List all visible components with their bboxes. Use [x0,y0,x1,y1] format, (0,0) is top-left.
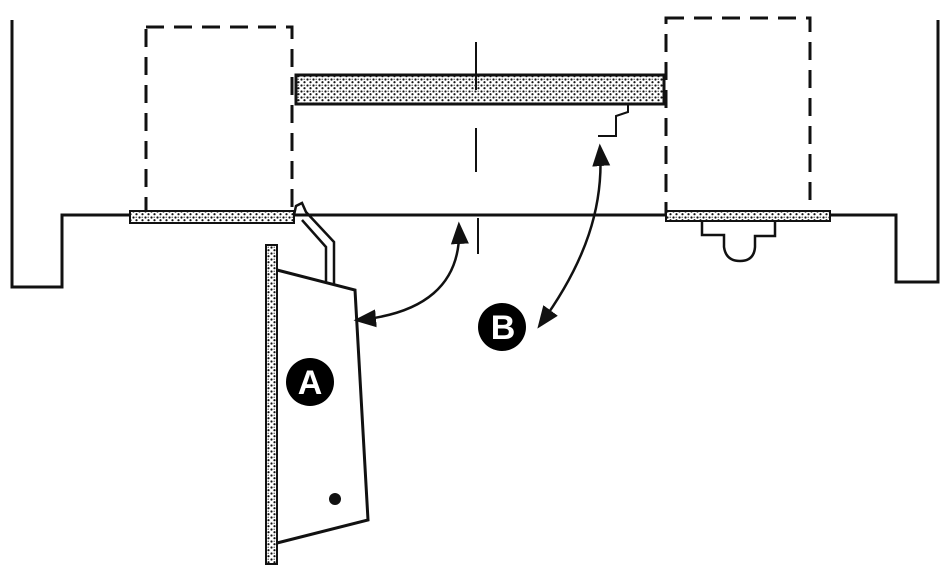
left-seal-strip [129,210,295,224]
label-a-text: A [298,364,323,402]
panel-a-body [276,268,370,545]
hinge-linkage-inner [301,219,328,282]
swing-arrow-b [537,143,611,329]
label-b-badge: B [478,303,526,351]
right-dashed-box [664,16,812,215]
right-seal-strip [665,210,831,222]
frame-outline [10,20,940,289]
right-mount-bracket [700,221,777,263]
label-a-badge: A [286,358,334,406]
left-dashed-box [144,25,294,215]
panel-a-front [265,244,278,565]
label-b-text: B [491,309,516,347]
stored-panel-bracket [598,104,629,137]
panel-a-knob [329,493,341,505]
label-b-circle [478,303,526,351]
hinge-linkage-outer [292,201,336,285]
label-a-circle [286,358,334,406]
stored-panel [294,73,666,106]
swing-arrow-a [353,221,469,328]
